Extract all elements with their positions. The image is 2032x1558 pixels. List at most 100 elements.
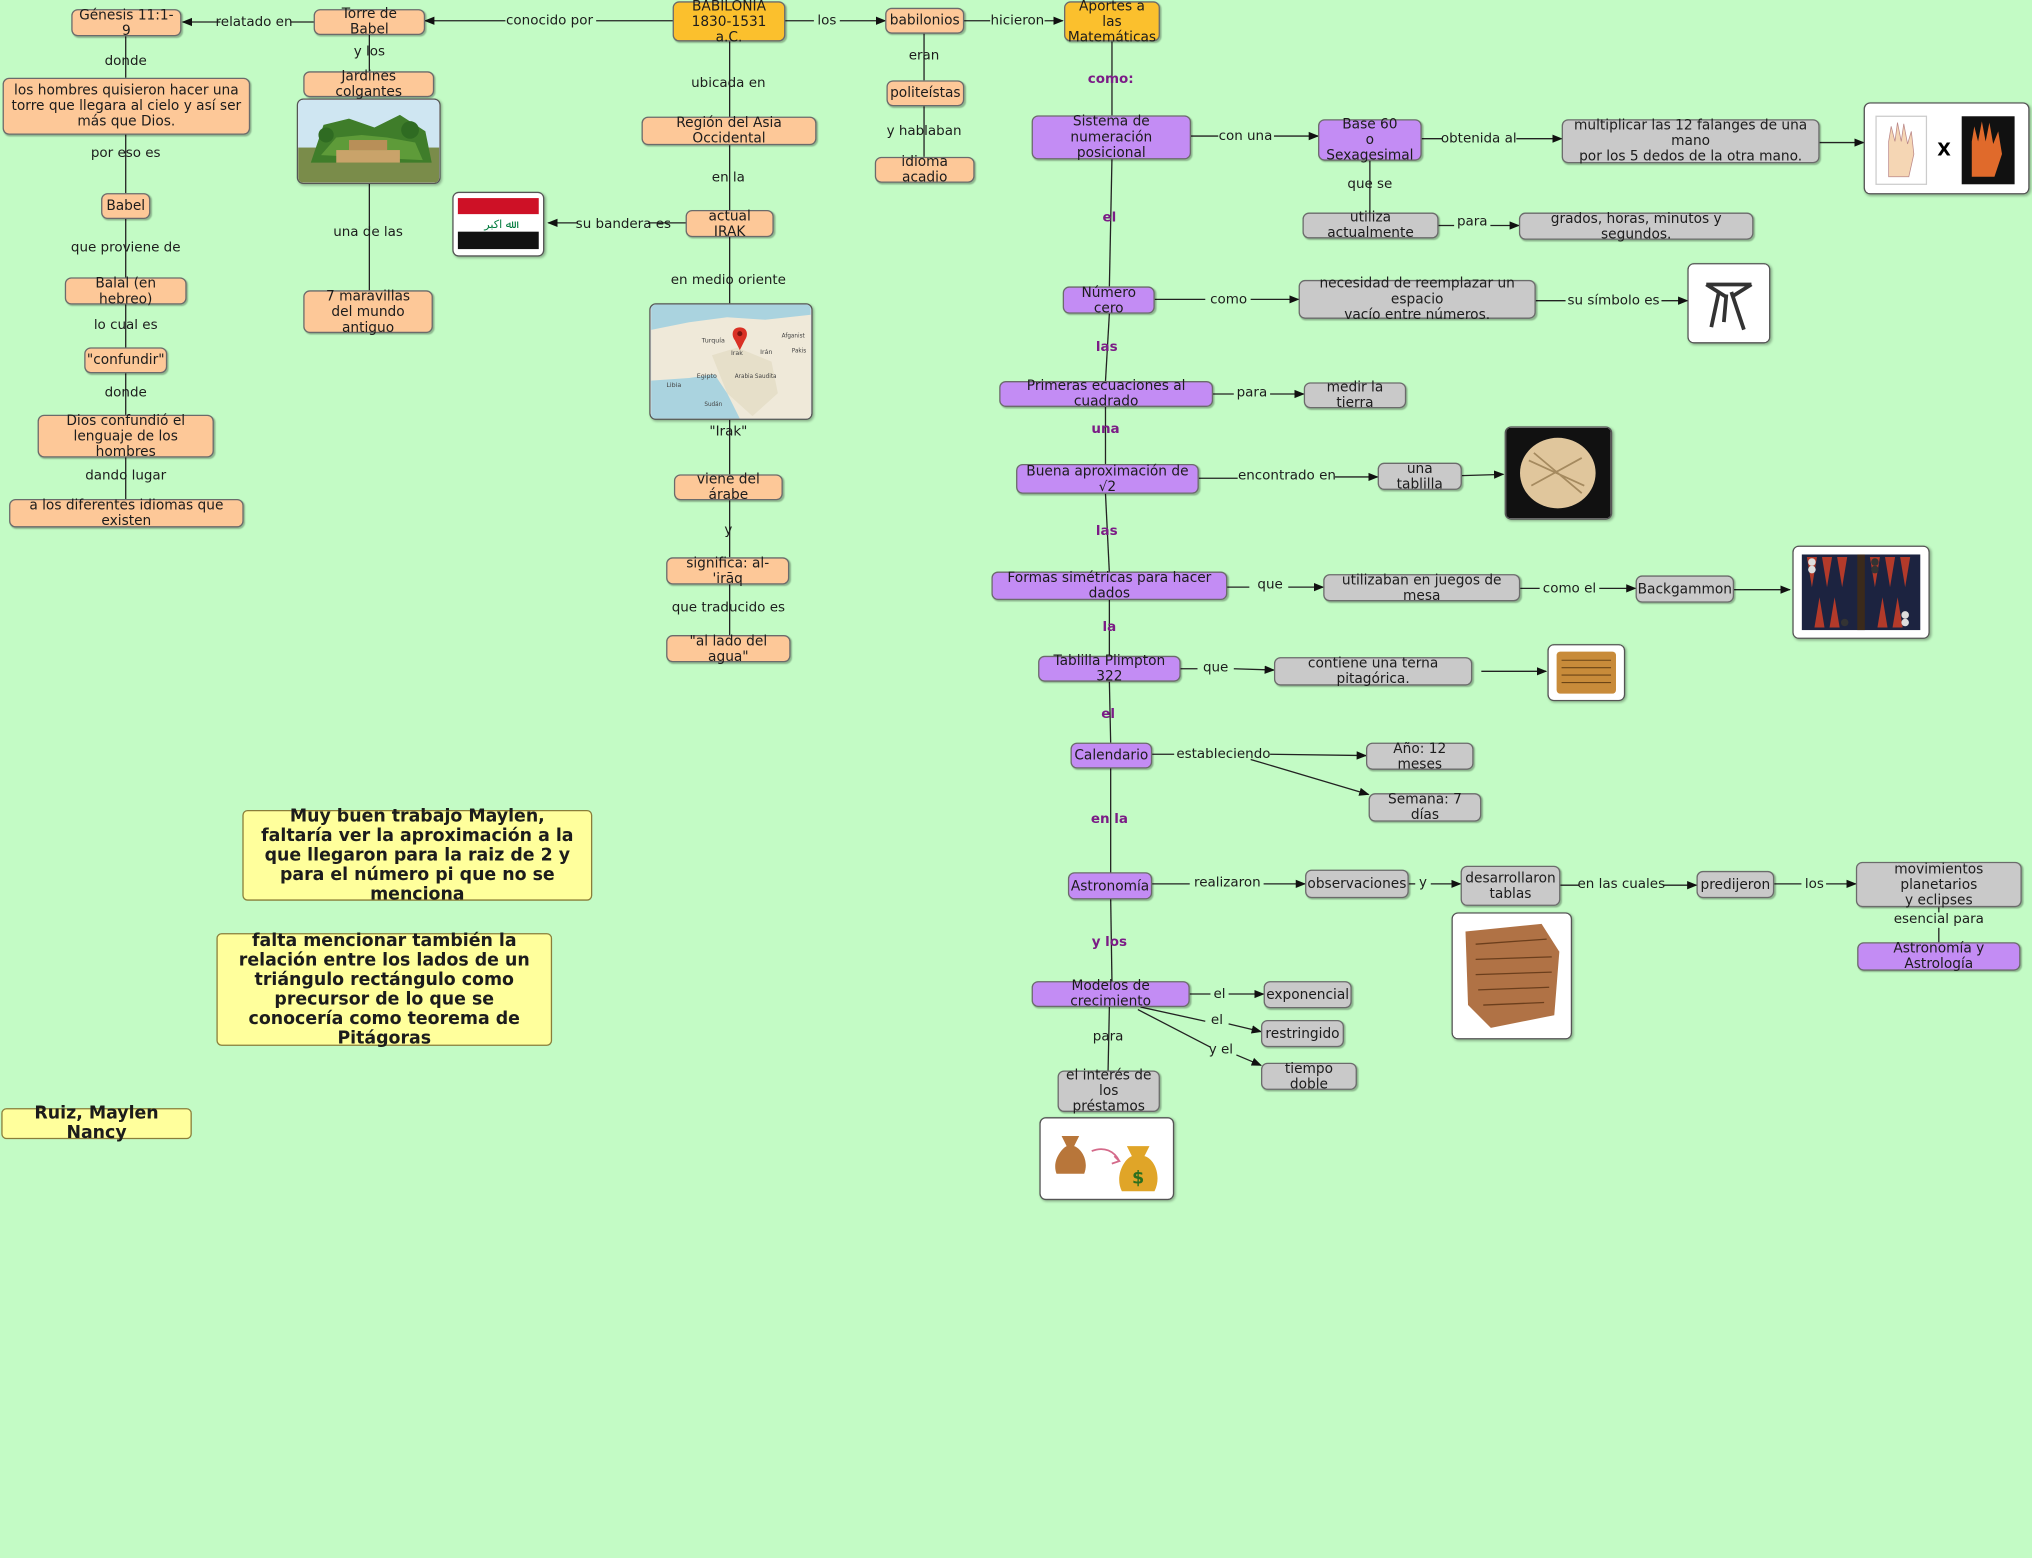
node-genesis[interactable]: Génesis 11:1-9 [71,7,182,38]
node-interes-prestamos[interactable]: el interés de los préstamos [1057,1068,1160,1115]
node-significa[interactable]: significa: al-'irāq [666,555,790,586]
node-grados-horas[interactable]: grados, horas, minutos y segundos. [1518,211,1754,242]
link-label-purple: en la [1090,811,1128,827]
node-idioma-acadio[interactable]: idioma acadio [874,154,975,185]
node-ecuaciones[interactable]: Primeras ecuaciones al cuadrado [999,378,1214,410]
node-necesidad-espacio[interactable]: necesidad de reemplazar un espacio vacío… [1298,276,1536,323]
node-region-asia[interactable]: Región del Asia Occidental [641,115,817,146]
node-anio-meses[interactable]: Año: 12 meses [1365,741,1474,772]
node-torre-de-babel[interactable]: Torre de Babel [313,6,426,38]
node-predijeron[interactable]: predijeron [1696,870,1775,899]
link-label: relatado en [215,14,293,30]
teacher-note-1: Muy buen trabajo Maylen, faltaría ver la… [242,807,593,904]
astronomy-tablet-image[interactable] [1451,912,1573,1040]
node-plimpton[interactable]: Tablilla Plimpton 322 [1038,653,1181,684]
node-numero-cero[interactable]: Número cero [1062,284,1155,316]
middle-east-map-image[interactable]: Turquía Irak Irán Afganist Pakis Egipto … [649,303,813,420]
link-label: su símbolo es [1567,292,1660,309]
node-politeistas[interactable]: politeístas [886,80,965,107]
link-label: estableciendo [1176,746,1271,763]
node-dios-confundio[interactable]: Dios confundió el lenguaje de los hombre… [37,413,214,459]
node-calendario[interactable]: Calendario [1070,742,1153,769]
map-label: Pakis [792,349,807,355]
link-label: para [1456,213,1488,230]
node-falanges[interactable]: multiplicar las 12 falanges de una mano … [1561,118,1820,165]
node-diferentes-idiomas[interactable]: a los diferentes idiomas que existen [9,498,244,529]
node-formas-dados[interactable]: Formas simétricas para hacer dados [991,570,1228,601]
link-label: como el [1542,580,1597,597]
node-babilonia[interactable]: BABILONIA 1830-1531 a.C. [672,0,786,45]
node-utiliza-actualmente[interactable]: utiliza actualmente [1302,210,1439,241]
link-label-purple: y los [1091,934,1128,950]
map-label: Libia [666,382,681,389]
map-label: Irak [731,350,743,357]
node-aproximacion-raiz[interactable]: Buena aproximación de √2 [1016,463,1199,494]
link-label: que se [1347,176,1393,192]
node-terna-pitagorica[interactable]: contiene una terna pitagórica. [1273,656,1473,687]
hands-counting-image[interactable]: X [1863,102,2030,195]
map-pin-icon [732,327,747,351]
node-medir-tierra[interactable]: medir la tierra [1303,380,1407,411]
node-aportes[interactable]: Aportes a las Matemáticas [1064,0,1160,45]
node-jardines-colgantes[interactable]: Jardines colgantes [303,69,435,100]
node-base-60[interactable]: Base 60 o Sexagesimal [1318,117,1422,163]
link-label: hicieron [990,12,1045,29]
node-movimientos-planetarios[interactable]: movimientos planetarios y eclipses [1855,861,2022,908]
node-astronomia[interactable]: Astronomía [1067,872,1153,900]
link-label: donde [104,53,147,69]
connector-lines [125,16,1940,1071]
node-tiempo-doble[interactable]: tiempo doble [1261,1061,1357,1092]
node-observaciones[interactable]: observaciones [1305,869,1409,899]
iraq-flag-image[interactable]: ﷲ ﺍﻛﺒﺮ [452,191,545,257]
map-label: Afganist [782,334,806,340]
multiply-sign: X [1937,140,1951,160]
clay-tablet-sqrt2-image[interactable] [1504,426,1613,520]
link-label-purple: las [1095,339,1118,356]
svg-text:$: $ [1132,1169,1144,1189]
plimpton-tablet-image[interactable] [1547,644,1626,702]
node-viene-arabe[interactable]: viene del árabe [673,472,783,503]
node-exponencial[interactable]: exponencial [1263,981,1352,1009]
link-label-purple: la [1102,619,1117,636]
author-name: Ruiz, Maylen Nancy [1,1104,192,1143]
link-label: el [1210,1012,1223,1028]
link-label: los [817,12,837,29]
link-label: en las cuales [1577,876,1666,892]
node-restringido[interactable]: restringido [1261,1019,1344,1048]
node-astronomia-astrologia[interactable]: Astronomía y Astrología [1857,941,2021,972]
node-babilonios[interactable]: babilonios [885,7,965,34]
node-una-tablilla[interactable]: una tablilla [1377,461,1462,492]
node-confundir[interactable]: "confundir" [84,347,168,374]
node-juegos-mesa[interactable]: utilizaban en juegos de mesa [1323,572,1521,603]
link-label: para [1092,1029,1124,1045]
link-label: "Irak" [709,423,748,440]
node-backgammon[interactable]: Backgammon [1635,575,1735,603]
node-siete-maravillas[interactable]: 7 maravillas del mundo antiguo [303,288,433,335]
backgammon-image[interactable] [1792,545,1930,639]
money-bags-image[interactable]: $ [1039,1117,1175,1201]
zero-symbol-image[interactable] [1687,263,1771,344]
node-sistema-numeracion[interactable]: Sistema de numeración posicional [1031,114,1192,161]
link-label: en la [711,169,745,186]
node-babel[interactable]: Babel [101,193,151,220]
node-modelos-crecimiento[interactable]: Modelos de crecimiento [1031,978,1190,1010]
link-label: encontrado en [1237,467,1336,484]
node-balal[interactable]: Balal (en hebreo) [64,275,187,307]
link-label: como [1210,291,1248,308]
node-actual-irak[interactable]: actual IRAK [685,208,774,239]
link-label: que [1257,576,1283,593]
node-hombres-torre[interactable]: los hombres quisieron hacer una torre qu… [2,77,251,135]
link-label: los [1804,876,1824,892]
node-semana-dias[interactable]: Semana: 7 días [1368,792,1482,823]
link-label: su bandera es [575,216,672,232]
link-label: y los [353,44,385,60]
link-label: y hablaban [886,123,962,139]
hanging-gardens-image[interactable] [296,98,441,185]
link-label: obtenida al [1440,130,1517,147]
node-al-lado-agua[interactable]: "al lado del agua" [666,633,791,664]
link-label: que proviene de [70,239,181,256]
node-desarrollaron-tablas[interactable]: desarrollaron tablas [1460,865,1561,906]
link-label-purple: como: [1087,71,1134,87]
link-label: ubicada en [691,75,766,91]
